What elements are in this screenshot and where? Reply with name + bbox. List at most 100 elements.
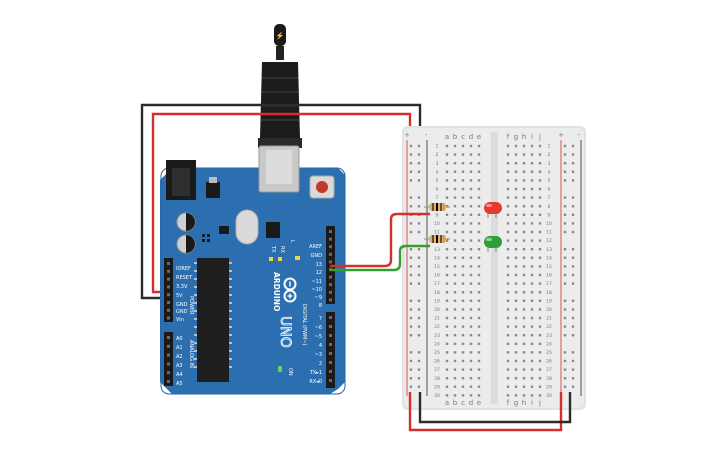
breadboard-hole[interactable] <box>461 213 465 216</box>
breadboard-hole[interactable] <box>522 213 526 216</box>
breadboard-hole[interactable] <box>530 316 534 320</box>
breadboard-hole[interactable] <box>469 325 473 328</box>
rail-hole[interactable] <box>409 351 413 354</box>
breadboard-hole[interactable] <box>469 334 473 337</box>
breadboard-hole[interactable] <box>514 213 518 216</box>
breadboard-hole[interactable] <box>445 187 449 191</box>
rail-hole[interactable] <box>417 351 421 354</box>
breadboard-hole[interactable] <box>530 282 534 285</box>
breadboard-hole[interactable] <box>453 351 457 354</box>
breadboard-hole[interactable] <box>514 170 518 173</box>
breadboard-hole[interactable] <box>453 179 457 182</box>
breadboard-hole[interactable] <box>538 334 542 337</box>
breadboard-hole[interactable] <box>445 377 449 380</box>
rail-hole[interactable] <box>563 256 567 259</box>
rail-hole[interactable] <box>571 308 575 311</box>
breadboard-hole[interactable] <box>461 291 465 294</box>
breadboard-hole[interactable] <box>514 299 518 302</box>
breadboard-hole[interactable] <box>522 205 526 208</box>
breadboard-hole[interactable] <box>514 325 518 328</box>
breadboard-hole[interactable] <box>453 230 457 234</box>
breadboard-hole[interactable] <box>530 385 534 388</box>
breadboard-hole[interactable] <box>530 359 534 363</box>
breadboard-hole[interactable] <box>530 299 534 302</box>
breadboard-hole[interactable] <box>538 377 542 380</box>
breadboard-hole[interactable] <box>530 394 534 397</box>
breadboard-hole[interactable] <box>538 325 542 328</box>
breadboard-hole[interactable] <box>522 144 526 148</box>
breadboard-hole[interactable] <box>469 144 473 148</box>
breadboard-hole[interactable] <box>522 230 526 234</box>
breadboard-hole[interactable] <box>461 394 465 397</box>
breadboard-hole[interactable] <box>522 377 526 380</box>
rail-hole[interactable] <box>571 196 575 199</box>
breadboard-hole[interactable] <box>514 385 518 388</box>
breadboard-hole[interactable] <box>477 170 481 173</box>
header-pin[interactable] <box>167 371 170 375</box>
breadboard-hole[interactable] <box>445 351 449 354</box>
rail-hole[interactable] <box>409 248 413 251</box>
breadboard-hole[interactable] <box>522 187 526 191</box>
breadboard-hole[interactable] <box>469 308 473 311</box>
breadboard-hole[interactable] <box>522 248 526 251</box>
rail-hole[interactable] <box>417 282 421 285</box>
breadboard-hole[interactable] <box>514 265 518 268</box>
resistor-1[interactable] <box>424 203 450 211</box>
breadboard-hole[interactable] <box>477 256 481 259</box>
rail-hole[interactable] <box>571 205 575 208</box>
rail-hole[interactable] <box>563 265 567 268</box>
rail-hole[interactable] <box>563 230 567 234</box>
breadboard-hole[interactable] <box>445 196 449 199</box>
breadboard-hole[interactable] <box>538 342 542 345</box>
breadboard-hole[interactable] <box>538 385 542 388</box>
rail-hole[interactable] <box>571 230 575 234</box>
rail-hole[interactable] <box>563 248 567 251</box>
breadboard-hole[interactable] <box>453 222 457 225</box>
breadboard-hole[interactable] <box>514 162 518 165</box>
rail-hole[interactable] <box>571 144 575 148</box>
rail-hole[interactable] <box>563 351 567 354</box>
rail-hole[interactable] <box>563 359 567 363</box>
breadboard-hole[interactable] <box>530 144 534 148</box>
breadboard-hole[interactable] <box>445 308 449 311</box>
rail-hole[interactable] <box>409 377 413 380</box>
breadboard-hole[interactable] <box>522 394 526 397</box>
breadboard-hole[interactable] <box>530 351 534 354</box>
rail-hole[interactable] <box>417 385 421 388</box>
breadboard-hole[interactable] <box>453 162 457 165</box>
breadboard-hole[interactable] <box>461 299 465 302</box>
breadboard-hole[interactable] <box>477 291 481 294</box>
rail-hole[interactable] <box>563 144 567 148</box>
rail-hole[interactable] <box>571 170 575 173</box>
breadboard-hole[interactable] <box>506 213 510 216</box>
breadboard-hole[interactable] <box>445 213 449 216</box>
rail-hole[interactable] <box>409 334 413 337</box>
breadboard-hole[interactable] <box>469 230 473 234</box>
header-pin[interactable] <box>329 343 332 346</box>
breadboard-hole[interactable] <box>445 265 449 268</box>
rail-hole[interactable] <box>563 325 567 328</box>
rail-hole[interactable] <box>563 385 567 388</box>
breadboard-hole[interactable] <box>522 282 526 285</box>
breadboard-hole[interactable] <box>530 368 534 371</box>
breadboard-hole[interactable] <box>469 316 473 320</box>
breadboard-hole[interactable] <box>445 144 449 148</box>
breadboard-hole[interactable] <box>461 196 465 199</box>
breadboard-hole[interactable] <box>522 273 526 277</box>
rail-hole[interactable] <box>563 162 567 165</box>
breadboard-hole[interactable] <box>530 308 534 311</box>
breadboard-hole[interactable] <box>461 368 465 371</box>
header-pin[interactable] <box>329 370 332 373</box>
breadboard-hole[interactable] <box>445 239 449 242</box>
breadboard-hole[interactable] <box>514 230 518 234</box>
resistor-2[interactable] <box>424 235 450 243</box>
breadboard-hole[interactable] <box>469 265 473 268</box>
rail-hole[interactable] <box>409 222 413 225</box>
breadboard-hole[interactable] <box>445 153 449 156</box>
breadboard-hole[interactable] <box>453 153 457 156</box>
breadboard-hole[interactable] <box>506 394 510 397</box>
breadboard-hole[interactable] <box>461 325 465 328</box>
rail-hole[interactable] <box>417 359 421 363</box>
breadboard-hole[interactable] <box>469 187 473 191</box>
wire-green-pin12-to-resistor[interactable] <box>330 244 430 272</box>
